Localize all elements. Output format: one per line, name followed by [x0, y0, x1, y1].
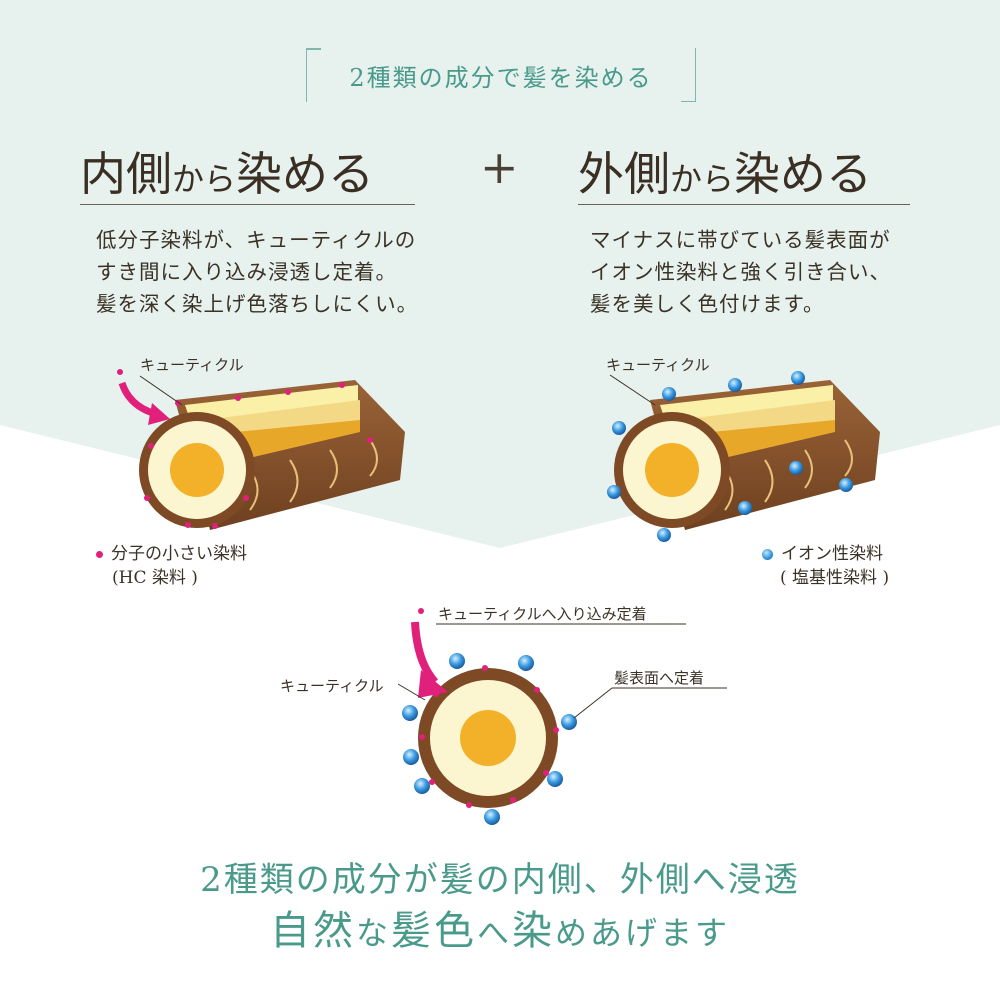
hair-cross-section: [397, 608, 727, 825]
summary-part: 染: [512, 908, 555, 954]
outside-desc-line: 髪を美しく色付けます。: [590, 292, 825, 316]
right-cuticle-label: キューティクル: [606, 356, 710, 374]
summary-part: へ: [476, 914, 512, 952]
center-label-right: 髪表面へ定着: [614, 669, 705, 687]
summary-part: 自然: [269, 908, 356, 954]
summary-line-2: 自然な髪色へ染めあげます: [0, 898, 1000, 956]
legend-small-dye-line2: (HC 染料 ): [112, 568, 198, 588]
heading-outside: 外側から染める: [578, 138, 910, 205]
summary-part: な: [355, 914, 391, 952]
heading-outside-c: 染める: [734, 147, 873, 201]
legend-ionic-dye-line2: ( 塩基性染料 ): [780, 568, 890, 588]
legend-ionic-dye-line1: イオン性染料: [781, 544, 883, 564]
heading-inside-b: から: [172, 160, 237, 198]
heading-outside-b: から: [670, 160, 735, 198]
legend-small-dye: 分子の小さい染料 (HC 染料 ): [96, 542, 247, 590]
center-label-left: キューティクル: [280, 677, 384, 695]
plus-sign: +: [480, 140, 519, 194]
magenta-dot-icon: [96, 551, 103, 558]
hair-shaft-right: [607, 371, 880, 542]
heading-outside-a: 外側: [578, 147, 670, 201]
outside-desc-line: マイナスに帯びている髪表面が: [590, 228, 891, 252]
title-badge: 2種類の成分で髪を染める: [306, 48, 696, 102]
inside-description: 低分子染料が、キューティクルの すき間に入り込み浸透し定着。 髪を深く染上げ色落…: [96, 224, 418, 320]
badge-text: 2種類の成分で髪を染める: [349, 63, 653, 92]
left-cuticle-label: キューティクル: [140, 356, 244, 374]
summary-part: めあげます: [555, 914, 731, 952]
legend-small-dye-line1: 分子の小さい染料: [111, 544, 247, 564]
outside-description: マイナスに帯びている髪表面が イオン性染料と強く引き合い、 髪を美しく色付けます…: [590, 224, 891, 320]
legend-ionic-dye: イオン性染料 ( 塩基性染料 ): [762, 542, 889, 590]
heading-inside-a: 内側: [80, 147, 172, 201]
center-label-top: キューティクルへ入り込み定着: [438, 605, 647, 623]
hair-shaft-left: [117, 369, 405, 530]
inside-desc-line: 髪を深く染上げ色落ちしにくい。: [96, 292, 419, 316]
summary-line-1: 2種類の成分が髪の内側、外側へ浸透: [200, 860, 800, 900]
inside-desc-line: すき間に入り込み浸透し定着。: [96, 260, 397, 284]
blue-ion-icon: [762, 549, 773, 560]
outside-desc-line: イオン性染料と強く引き合い、: [590, 260, 891, 284]
inside-desc-line: 低分子染料が、キューティクルの: [96, 228, 417, 252]
heading-inside: 内側から染める: [80, 138, 415, 205]
summary-part: 髪色: [390, 908, 477, 954]
heading-inside-c: 染める: [236, 147, 375, 201]
